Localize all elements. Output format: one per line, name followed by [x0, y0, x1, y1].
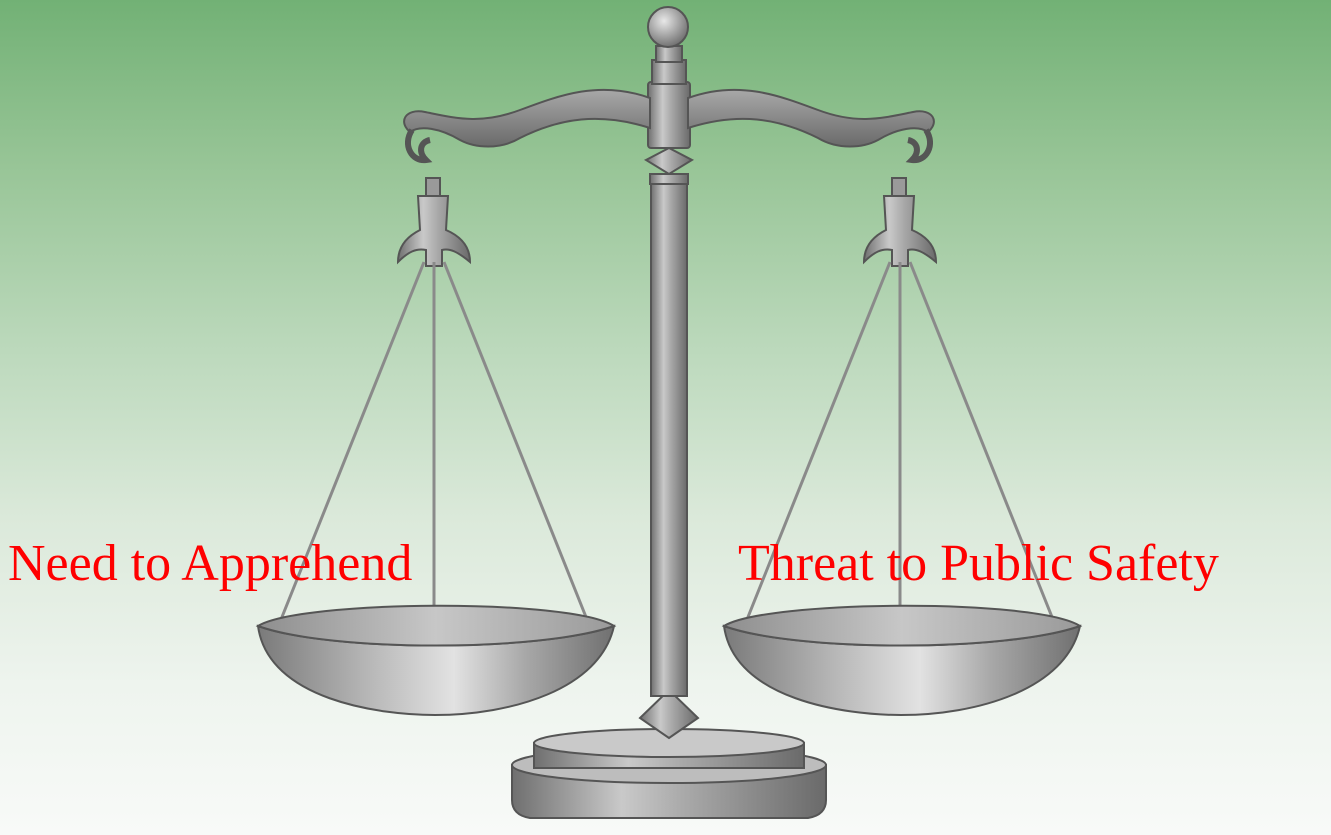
left-pan-label: Need to Apprehend	[8, 535, 413, 592]
left-hanger	[396, 177, 472, 267]
right-chains	[744, 261, 1056, 655]
left-pan	[255, 604, 617, 717]
scale-base	[511, 728, 827, 819]
right-pan	[721, 604, 1083, 717]
right-hanger	[862, 177, 938, 267]
scale-pillar	[638, 6, 700, 740]
scale-beam	[403, 88, 935, 164]
right-pan-label: Threat to Public Safety	[738, 535, 1219, 592]
left-chains	[278, 261, 590, 655]
